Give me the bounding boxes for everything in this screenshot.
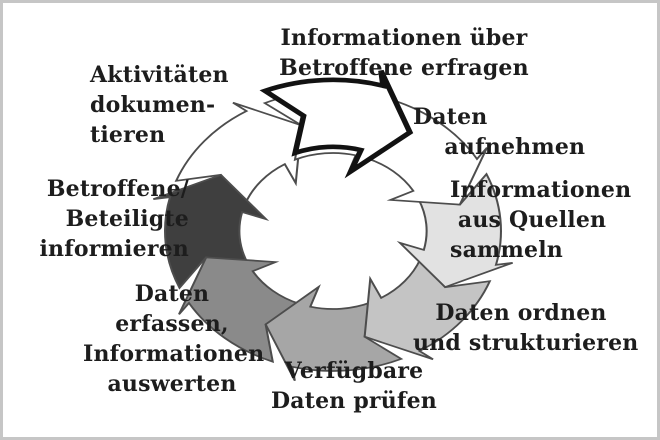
step-label-betroffene-beteiligte-informieren: Betroffene/ Beteiligte informieren	[39, 176, 189, 262]
step-label-verfuegbare-daten-pruefen: Verfügbare Daten prüfen	[271, 358, 437, 414]
step-label-daten-aufnehmen: Daten aufnehmen	[413, 104, 586, 160]
step-label-informationen-aus-quellen-sammeln: Informationen aus Quellen sammeln	[450, 177, 632, 263]
step-label-informationen-ueber-betroffene-erfragen: Informationen über Betroffene erfragen	[279, 25, 529, 81]
step-label-aktivitaeten-dokumentieren: Aktivitäten dokumen- tieren	[90, 62, 229, 148]
step-label-daten-erfassen-informationen-auswerten: Daten erfassen, Informationen auswerten	[83, 281, 265, 397]
step-label-daten-ordnen-und-strukturieren: Daten ordnen und strukturieren	[413, 300, 639, 356]
